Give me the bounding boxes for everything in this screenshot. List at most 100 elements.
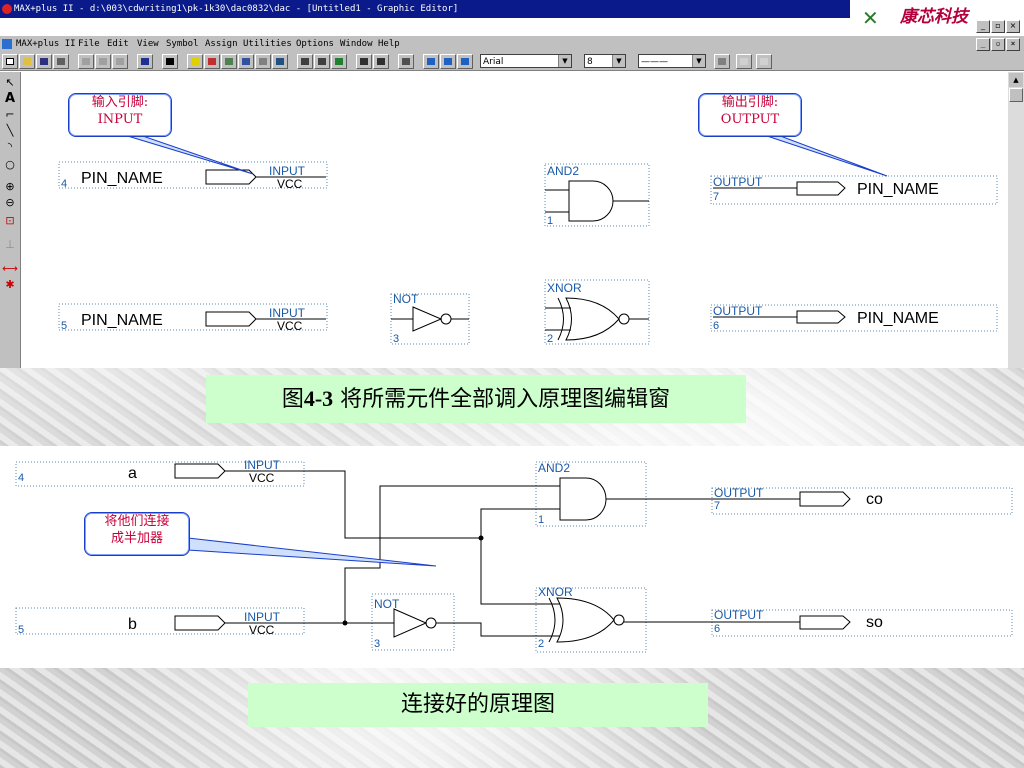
pin-sub-label: VCC (277, 319, 303, 333)
print-icon (57, 58, 65, 65)
text-tool-icon[interactable]: A (4, 91, 16, 106)
toolbar-button-1[interactable] (2, 54, 18, 69)
toolbar-button-20[interactable] (373, 54, 389, 69)
inversion-bubble (613, 614, 625, 626)
font-size-select[interactable]: 8▼ (584, 54, 626, 68)
project-icon (402, 58, 410, 65)
doc-minimize-button[interactable]: _ (976, 38, 990, 51)
text-editor-icon (259, 58, 267, 65)
menu-utilities[interactable]: Utilities (243, 39, 292, 49)
toolbar-button-6[interactable] (95, 54, 111, 69)
cut-icon (82, 58, 90, 65)
menu-symbol[interactable]: Symbol (166, 39, 199, 49)
message-icon (377, 58, 385, 65)
callout-input: 输入引脚: INPUT (68, 93, 172, 137)
toolbar-button-7[interactable] (112, 54, 128, 69)
input-pin-symbol (174, 615, 226, 631)
doc-maximize-button[interactable]: ▫ (991, 38, 1005, 51)
toolbar-button-8[interactable] (137, 54, 153, 69)
zoom-in-icon[interactable]: ⊕ (5, 180, 15, 193)
menu-file[interactable]: File (78, 39, 100, 49)
arc-tool-icon[interactable]: ◝ (7, 140, 13, 153)
rubberband-icon[interactable]: ⊥ (5, 238, 15, 251)
menu-view[interactable]: View (137, 39, 159, 49)
toolbar-button-4[interactable] (53, 54, 69, 69)
node-tool-icon[interactable]: ✱ (5, 278, 15, 291)
xnor-extra-arc (548, 597, 556, 643)
and2-box-frame (544, 163, 650, 227)
simulator-icon (318, 58, 326, 65)
toolbar-button-12[interactable] (221, 54, 237, 69)
toolbar-button-2[interactable] (19, 54, 35, 69)
toolbar-button-15[interactable] (272, 54, 288, 69)
chevron-down-icon: ▼ (558, 55, 571, 67)
maximize-button[interactable]: ▫ (991, 20, 1005, 33)
callout-connect: 将他们连接 成半加器 (84, 512, 190, 556)
gate-type-label: XNOR (547, 281, 582, 295)
font-select[interactable]: Arial▼ (480, 54, 572, 68)
toolbar-button-disabled-2[interactable] (756, 54, 772, 69)
menu-window[interactable]: Window (340, 39, 373, 49)
toolbar-button-11[interactable] (204, 54, 220, 69)
diagonal-line-icon[interactable]: ╲ (6, 124, 14, 137)
pin-name: PIN_NAME (857, 310, 939, 327)
menu-edit[interactable]: Edit (107, 39, 129, 49)
inversion-bubble (440, 313, 452, 325)
pin-type-label: OUTPUT (713, 304, 763, 318)
line-style-select[interactable]: ———▼ (638, 54, 706, 68)
toolbar-button-24[interactable] (457, 54, 473, 69)
toolbar-button-22[interactable] (423, 54, 439, 69)
orthogonal-line-icon[interactable]: ⌐ (5, 108, 15, 121)
gate-type-label: NOT (393, 292, 419, 306)
menu-bar: MAX+plus II File Edit View Symbol Assign… (0, 36, 1024, 52)
callout-text: 成半加器 (110, 531, 163, 546)
pin-number: 6 (713, 320, 719, 332)
toolbar-button-14[interactable] (255, 54, 271, 69)
vertical-scrollbar[interactable]: ▲ (1007, 72, 1024, 368)
grid-button[interactable] (714, 54, 730, 69)
toolbar-button-21[interactable] (398, 54, 414, 69)
menu-assign[interactable]: Assign (205, 39, 238, 49)
toolbar-button-16[interactable] (297, 54, 313, 69)
timing-icon (335, 58, 343, 65)
gate-number: 3 (393, 333, 399, 345)
open-folder-icon (23, 58, 31, 65)
connect-line-icon[interactable]: ⟷ (2, 262, 18, 275)
select-arrow-icon[interactable]: ↖ (5, 76, 15, 89)
toolbar-button-18[interactable] (331, 54, 347, 69)
pin-type-label: OUTPUT (713, 175, 763, 189)
zoom-out-icon[interactable]: ⊖ (5, 196, 15, 209)
callout-text: 输入引脚: (91, 95, 149, 110)
doc-window-buttons: _▫× (975, 38, 1020, 51)
grid-icon (718, 58, 726, 65)
pin-name: PIN_NAME (81, 170, 163, 187)
menu-help[interactable]: Help (378, 39, 400, 49)
schematic-canvas-1[interactable]: 4 5 INPUT INPUT AND2 1 NOT 3 XNOR 2 OUTP… (21, 72, 1008, 368)
scroll-thumb[interactable] (1009, 88, 1023, 102)
toolbar-button-17[interactable] (314, 54, 330, 69)
fit-window-icon[interactable]: ⊡ (5, 214, 15, 227)
scroll-up-icon[interactable]: ▲ (1009, 73, 1023, 87)
inversion-bubble (425, 617, 437, 629)
toolbar-button-9[interactable] (162, 54, 178, 69)
circle-tool-icon[interactable]: ○ (5, 158, 15, 171)
menu-maxplus[interactable]: MAX+plus II (16, 39, 76, 49)
gate-type-label: NOT (374, 597, 400, 611)
undo-icon (141, 58, 149, 65)
menu-options[interactable]: Options (296, 39, 334, 49)
toolbar-button-10[interactable] (187, 54, 203, 69)
minimize-button[interactable]: _ (976, 20, 990, 33)
toolbar-button-19[interactable] (356, 54, 372, 69)
toolbar-button-5[interactable] (78, 54, 94, 69)
doc-close-button[interactable]: × (1006, 38, 1020, 51)
xnor-box-frame (544, 279, 650, 345)
close-button[interactable]: × (1006, 20, 1020, 33)
app-icon (2, 4, 12, 14)
pin-number: 5 (61, 320, 67, 332)
callout-text: 输出引脚: (721, 95, 779, 110)
toolbar-button-13[interactable] (238, 54, 254, 69)
toolbar-button-3[interactable] (36, 54, 52, 69)
toolbar-button-23[interactable] (440, 54, 456, 69)
toolbar-button-disabled-1[interactable] (736, 54, 752, 69)
callout-pointer (760, 133, 888, 177)
